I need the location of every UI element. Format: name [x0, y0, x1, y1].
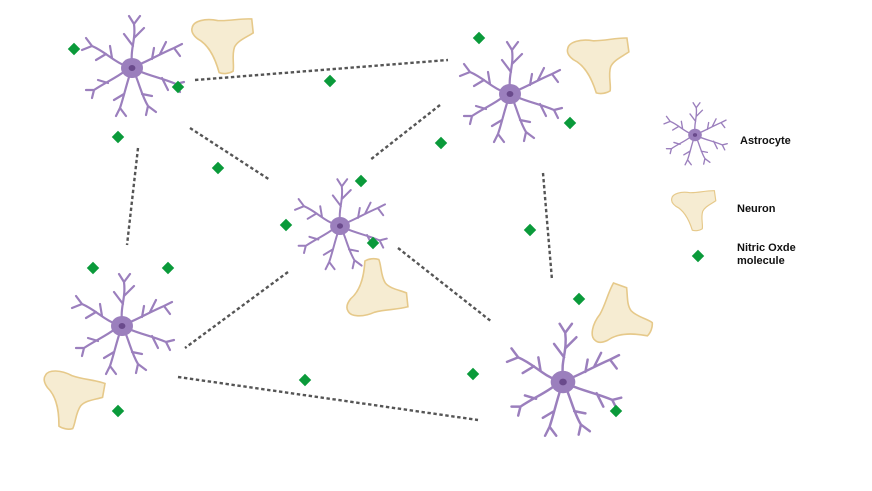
legend-molecule-label: Nitric Oxde molecule: [737, 242, 796, 268]
neuron-terminal: [588, 280, 663, 359]
connector-line: [541, 172, 554, 281]
neuron-terminal-icon: [670, 187, 721, 235]
nitric-oxide-molecule: [434, 136, 448, 150]
legend-neuron-label: Neuron: [737, 203, 776, 215]
connector-lines: [125, 58, 554, 422]
nitric-oxide-molecule: [466, 367, 480, 381]
nitric-oxide-molecule-icon: [691, 249, 705, 263]
astrocyte: [458, 40, 564, 144]
nitric-oxide-molecule: [354, 174, 368, 188]
connector-line: [177, 375, 479, 422]
legend: [663, 102, 728, 263]
nitric-oxide-molecule: [211, 161, 225, 175]
connector-line: [194, 58, 449, 82]
nitric-oxide-molecule: [572, 292, 586, 306]
connector-line: [184, 271, 289, 349]
nitric-oxide-molecule: [298, 373, 312, 387]
legend-molecule-label-line1: Nitric Oxde: [737, 242, 796, 254]
astrocyte: [80, 14, 186, 118]
astrocyte: [70, 272, 176, 376]
legend-molecule-label-line2: molecule: [737, 255, 785, 267]
nitric-oxide-molecule: [323, 74, 337, 88]
connector-line: [397, 247, 493, 323]
nitric-oxide-molecule: [111, 404, 125, 418]
nitric-oxide-molecule: [609, 404, 623, 418]
neuron-terminal: [565, 33, 635, 99]
nitric-oxide-molecule: [161, 261, 175, 275]
nitric-oxide-molecule: [523, 223, 537, 237]
nitric-oxide-molecule: [563, 116, 577, 130]
connector-line: [369, 104, 441, 161]
legend-astrocyte-label: Astrocyte: [740, 135, 791, 147]
astrocyte: [294, 178, 388, 271]
connector-line: [125, 147, 140, 246]
astrocyte-icon: [663, 102, 728, 166]
neuron-terminal: [35, 368, 107, 436]
connector-line: [189, 126, 271, 182]
nitric-oxide-molecule: [279, 218, 293, 232]
nitric-oxide-molecule: [111, 130, 125, 144]
nitric-oxide-molecule: [472, 31, 486, 45]
nitric-oxide-molecule: [86, 261, 100, 275]
nitric-oxide-molecule: [67, 42, 81, 56]
neuron-terminal: [341, 254, 410, 318]
neuron-terminal: [190, 14, 258, 78]
